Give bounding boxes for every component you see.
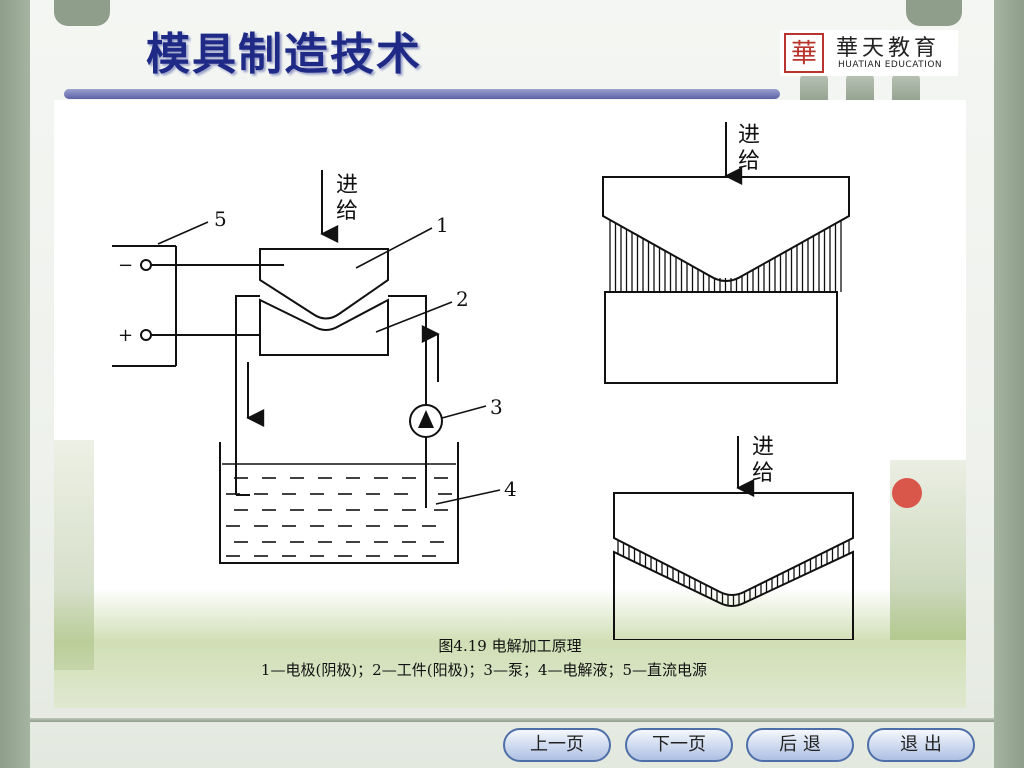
electrolyte-tank [219,442,459,564]
workpiece-bottom-view [613,550,854,640]
workpiece-anode [259,298,389,356]
electrolyte-liquid [222,463,456,557]
logo-name-cn: 華天教育 [836,36,941,61]
logo-name-en: HUATIAN EDUCATION [838,60,943,70]
prev-page-button[interactable]: 上一页 [503,728,611,762]
electrode-top-view [602,176,850,282]
callout-leaders [157,221,501,505]
negative-terminal [140,259,152,271]
back-button[interactable]: 后 退 [746,728,854,762]
title-underline [64,89,780,99]
figure-legend: 1—电极(阴极)；2—工件(阳极)；3—泵；4—电解液；5—直流电源 [260,661,708,679]
feed-label-top-2: 给 [738,149,760,174]
callout-4: 4 [504,477,517,501]
plus-sign: + [118,325,133,346]
electrode-bottom-view [613,492,854,596]
feed-label-top-1: 进 [738,123,760,148]
right-border [994,0,1024,768]
top-tab-left [54,0,110,26]
left-border [0,0,30,768]
callout-5: 5 [214,207,227,231]
pump-symbol [418,410,434,428]
top-tab-right [906,0,962,26]
callout-3: 3 [490,395,503,419]
feed-label-left-1: 进 [336,173,358,198]
background-grass [54,588,966,708]
electrolyte-pipes [235,295,427,508]
cathode-electrode [259,248,389,320]
figure-caption: 图4.19 电解加工原理 1—电极(阴极)；2—工件(阳极)；3—泵；4—电解液… [54,634,966,682]
machining-gap-lines [617,539,850,605]
callout-1: 1 [436,213,449,237]
feed-label-bottom-1: 进 [752,435,774,460]
electrolytic-machining-diagram: 进 给 − + [112,122,854,640]
current-field-lines [609,219,842,292]
figure-title: 图4.19 电解加工原理 [438,637,582,655]
minus-sign: − [118,255,133,276]
logo: 華 華天教育 HUATIAN EDUCATION [780,30,958,76]
feed-label-bottom-2: 给 [752,461,774,486]
positive-terminal [140,329,152,341]
lantern-decoration [892,478,922,508]
next-page-button[interactable]: 下一页 [625,728,733,762]
callout-2: 2 [456,287,469,311]
slide-title: 模具制造技术 [146,29,422,80]
workpiece-top-view [604,291,838,384]
bottom-divider [30,718,994,722]
logo-seal: 華 [784,33,824,73]
feed-label-left-2: 给 [336,199,358,224]
exit-button[interactable]: 退 出 [867,728,975,762]
